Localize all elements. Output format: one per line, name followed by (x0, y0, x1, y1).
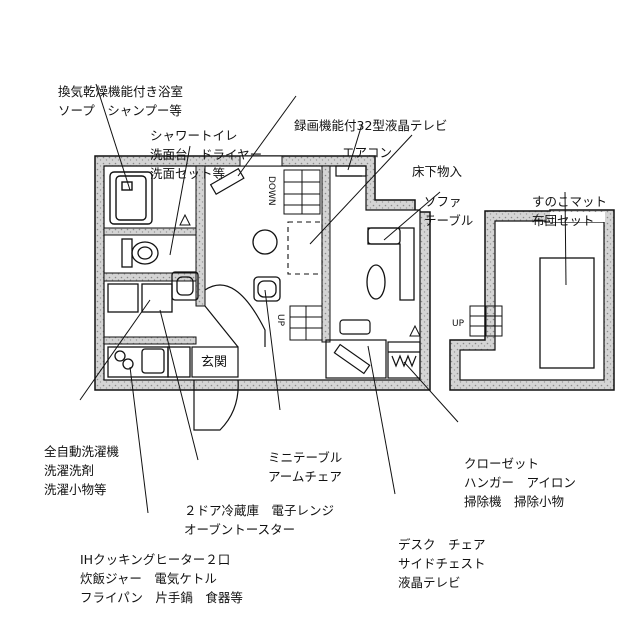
mini-table (252, 229, 278, 255)
label-sunoko: すのこマット布団セット (532, 194, 608, 228)
label-bath: 換気乾燥機能付き浴室ソープ シャンプー等 (58, 84, 184, 118)
up-text: UP (275, 314, 285, 327)
underfloor-storage (287, 221, 323, 275)
kitchen-counter (107, 346, 191, 378)
label-shower: シャワートイレ洗面台 ドライヤー洗面セット等 (150, 128, 263, 181)
storage-boxes (107, 283, 173, 313)
label-sofa: ソファテーブル (424, 194, 474, 228)
tv-stand (209, 167, 245, 196)
leader-lines (79, 83, 567, 514)
label-closet: クローゼットハンガー アイロン掃除機 掃除小物 (464, 456, 576, 509)
sunoko-mat (539, 257, 595, 369)
label-underfloor: 床下物入 (412, 164, 463, 179)
floor-plan: 玄関 DOWN UP (79, 83, 615, 514)
loft-interior (459, 212, 605, 381)
stairs-down (283, 169, 321, 215)
closet (387, 341, 421, 379)
label-mini: ミニテーブルアームチェア (268, 450, 343, 484)
label-aircon: エアコン (342, 145, 393, 160)
toilet (121, 238, 159, 268)
corridor-walls (204, 284, 266, 348)
entrance-door (191, 346, 239, 431)
label-washer: 全自動洗濯機洗濯洗剤洗濯小物等 (44, 444, 120, 497)
stairs-up (289, 305, 323, 341)
loft-ladder (469, 305, 503, 337)
desk-chair (339, 319, 371, 335)
label-kitchen: IHクッキングヒーター２口炊飯ジャー 電気ケトルフライパン 片手鍋 食器等 (80, 552, 243, 605)
label-tv32: 録画機能付32型液晶テレビ (294, 118, 448, 133)
loft-up-text: UP (452, 319, 465, 329)
desk (325, 339, 387, 379)
sofa (367, 227, 415, 301)
sofa-table (366, 264, 386, 300)
genkan-text: 玄関 (201, 355, 227, 370)
label-fridge: ２ドア冷蔵庫 電子レンジオーブントースター (184, 503, 335, 537)
arm-chair (253, 276, 281, 302)
down-text: DOWN (266, 176, 276, 206)
triangle-marker (179, 213, 421, 337)
label-desk: デスク チェアサイドチェスト液晶テレビ (398, 537, 486, 590)
air-conditioner (335, 165, 367, 177)
